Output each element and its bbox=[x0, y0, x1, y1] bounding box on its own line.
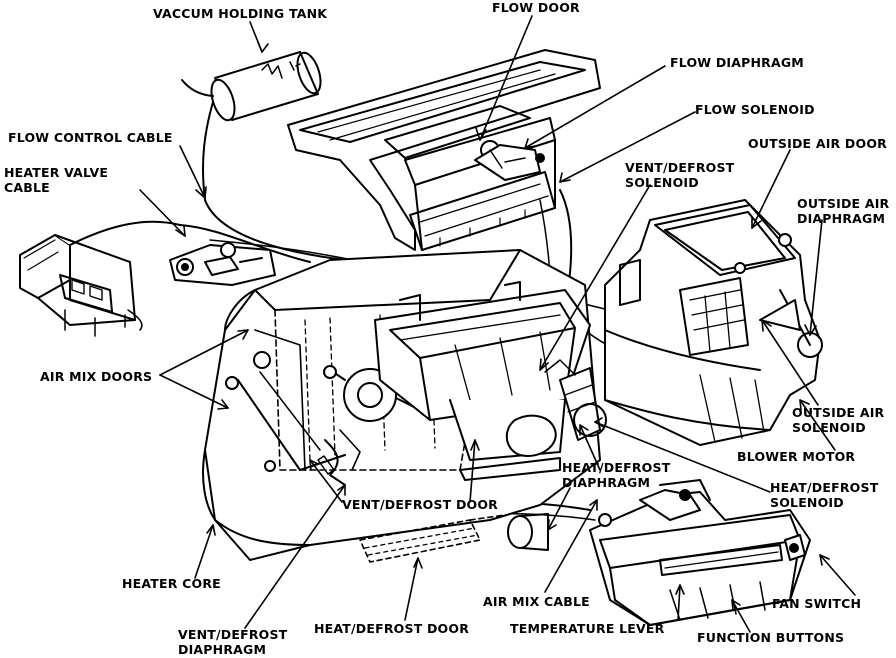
label-flow-door: FLOW DOOR bbox=[492, 0, 580, 15]
label-function-buttons: FUNCTION BUTTONS bbox=[697, 630, 845, 645]
label-outside-air-solenoid-line1: OUTSIDE AIR bbox=[792, 405, 885, 420]
label-vent-defrost-door: VENT/DEFROST DOOR bbox=[342, 497, 499, 512]
label-outside-air-solenoid-line2: SOLENOID bbox=[792, 420, 866, 435]
blower-housing bbox=[604, 199, 823, 446]
label-heater-core: HEATER CORE bbox=[122, 576, 221, 591]
label-vaccum-holding-tank: VACCUM HOLDING TANK bbox=[153, 6, 328, 21]
vent-defrost-box bbox=[374, 281, 607, 481]
heater-valve bbox=[19, 234, 143, 337]
label-vent-defrost-solenoid: VENT/DEFROST SOLENOID bbox=[625, 160, 734, 190]
label-temperature-lever: TEMPERATURE LEVER bbox=[510, 621, 665, 636]
label-heat-defrost-solenoid-line2: SOLENOID bbox=[770, 495, 844, 510]
label-blower-motor: BLOWER MOTOR bbox=[737, 449, 856, 464]
label-flow-control-cable: FLOW CONTROL CABLE bbox=[8, 130, 173, 145]
label-fan-switch: FAN SWITCH bbox=[772, 596, 862, 611]
label-flow-solenoid: FLOW SOLENOID bbox=[695, 102, 815, 117]
label-outside-air-door: OUTSIDE AIR DOOR bbox=[748, 136, 887, 151]
vacuum-tank bbox=[181, 51, 322, 201]
label-flow-diaphragm: FLOW DIAPHRAGM bbox=[670, 55, 804, 70]
label-outside-air-solenoid: OUTSIDE AIR SOLENOID bbox=[792, 405, 884, 435]
control-panel bbox=[589, 479, 811, 626]
label-heat-defrost-diaphragm-line1: HEAT/DEFROST bbox=[562, 460, 671, 475]
label-heater-valve-cable-line2: CABLE bbox=[4, 180, 50, 195]
upper-duct bbox=[287, 49, 601, 251]
label-air-mix-doors: AIR MIX DOORS bbox=[40, 369, 153, 384]
label-heat-defrost-solenoid: HEAT/DEFROST SOLENOID bbox=[770, 480, 878, 510]
leader-lines bbox=[139, 15, 856, 633]
label-heater-valve-cable-line1: HEATER VALVE bbox=[4, 165, 109, 180]
label-heat-defrost-diaphragm: HEAT/DEFROST DIAPHRAGM bbox=[562, 460, 670, 490]
label-vent-defrost-solenoid-line2: SOLENOID bbox=[625, 175, 699, 190]
label-vent-defrost-diaphragm: VENT/DEFROST DIAPHRAGM bbox=[178, 627, 287, 657]
label-heat-defrost-solenoid-line1: HEAT/DEFROST bbox=[770, 480, 879, 495]
heat-defrost-door bbox=[359, 513, 549, 563]
label-outside-air-diaphragm: OUTSIDE AIR DIAPHRAGM bbox=[797, 196, 889, 226]
label-vent-defrost-diaphragm-line2: DIAPHRAGM bbox=[178, 642, 267, 657]
label-vent-defrost-solenoid-line1: VENT/DEFROST bbox=[625, 160, 735, 175]
label-outside-air-diaphragm-line2: DIAPHRAGM bbox=[797, 211, 886, 226]
label-outside-air-diaphragm-line1: OUTSIDE AIR bbox=[797, 196, 890, 211]
label-vent-defrost-diaphragm-line1: VENT/DEFROST bbox=[178, 627, 288, 642]
valve-actuator bbox=[169, 242, 276, 286]
label-heater-valve-cable: HEATER VALVE CABLE bbox=[4, 165, 108, 195]
label-heat-defrost-diaphragm-line2: DIAPHRAGM bbox=[562, 475, 651, 490]
label-air-mix-cable: AIR MIX CABLE bbox=[483, 594, 590, 609]
label-heat-defrost-door: HEAT/DEFROST DOOR bbox=[314, 621, 470, 636]
